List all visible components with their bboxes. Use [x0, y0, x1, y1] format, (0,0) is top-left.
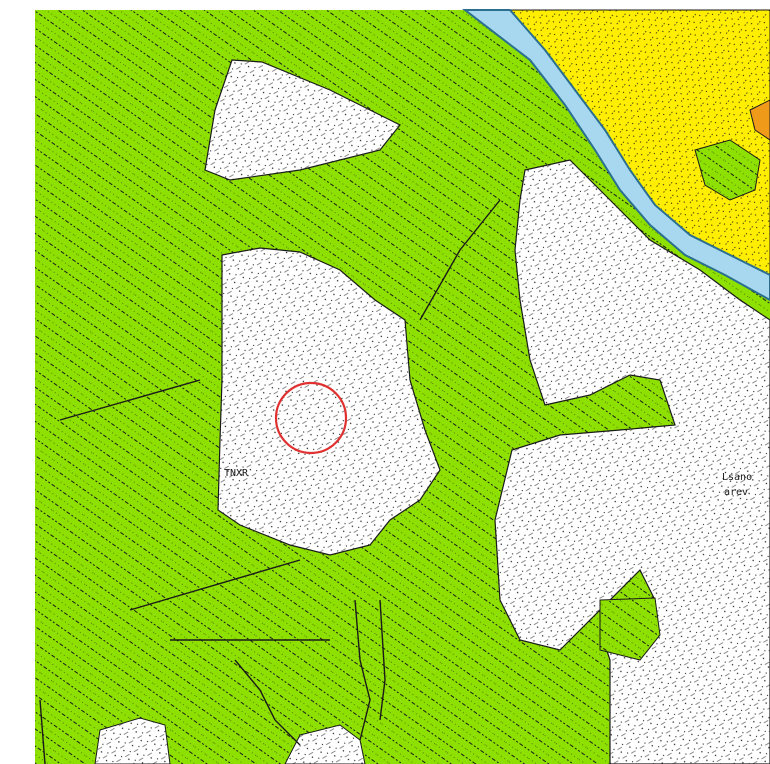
orange-zone[interactable] [749, 99, 770, 141]
vegetation-patch-east[interactable] [694, 139, 761, 201]
red-circle-marker[interactable] [274, 381, 348, 455]
vegetation-patch-southeast[interactable] [599, 597, 661, 661]
urban-area-southwest[interactable] [94, 717, 171, 764]
river[interactable] [462, 9, 770, 302]
urban-area-central[interactable] [217, 247, 441, 556]
map-label-right-top: Lsano [722, 472, 752, 483]
urban-area-south[interactable] [284, 724, 366, 764]
map-label-left: TNXR [224, 468, 249, 479]
map-label-right-bottom: arev [724, 487, 748, 498]
road-network [39, 199, 501, 764]
urban-area-north[interactable] [204, 59, 401, 181]
urban-area-east[interactable] [494, 159, 770, 764]
